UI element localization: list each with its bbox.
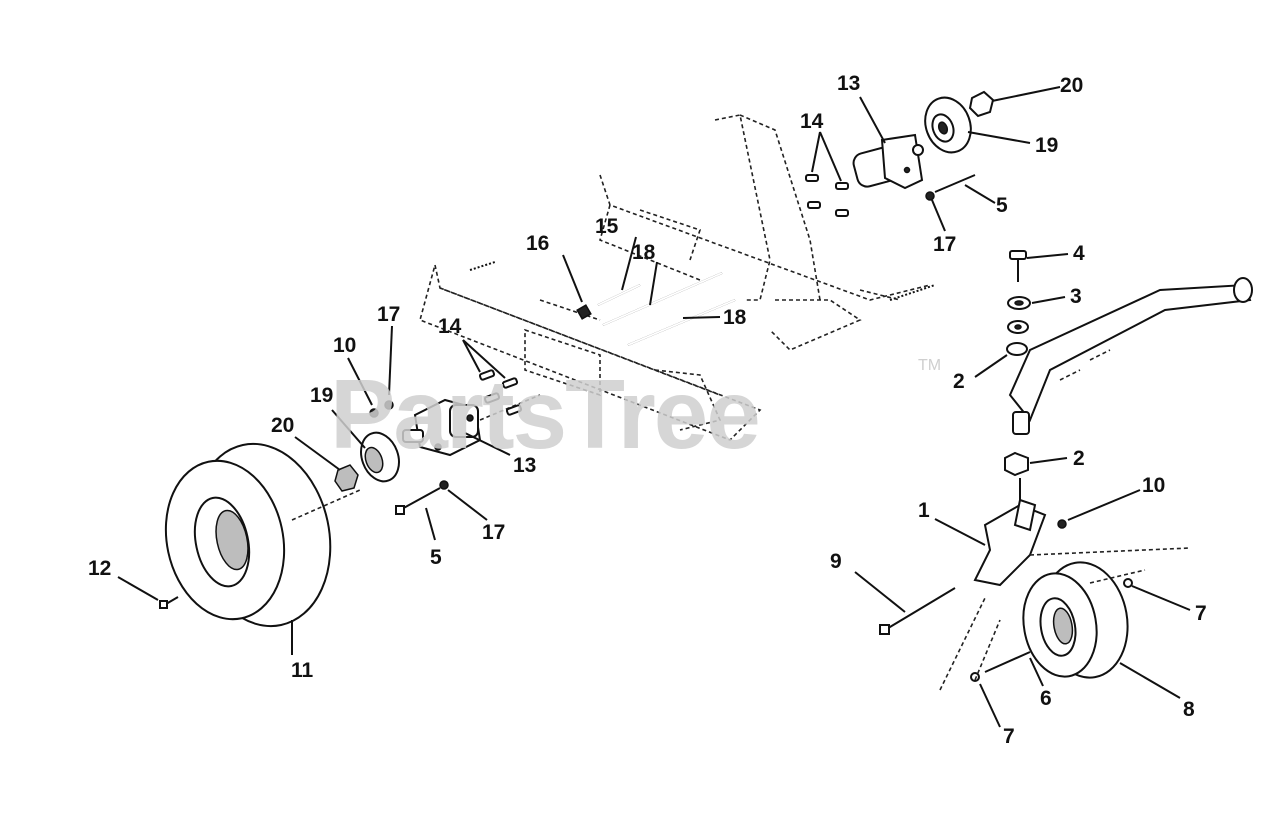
caster-arm <box>1004 250 1253 477</box>
callout-7-bottom[interactable]: 7 <box>1003 725 1015 748</box>
callout-17-right[interactable]: 17 <box>933 233 956 256</box>
callout-12[interactable]: 12 <box>88 557 111 580</box>
mower-frame <box>419 114 936 441</box>
callout-13-right[interactable]: 13 <box>837 72 860 95</box>
callout-6[interactable]: 6 <box>1040 687 1052 710</box>
callout-18-lower[interactable]: 18 <box>723 306 747 329</box>
partstree-watermark: PartsTree TM <box>330 357 941 469</box>
spindle-housing-right <box>852 133 924 190</box>
bolts <box>159 174 1133 682</box>
callout-2-lower[interactable]: 2 <box>1073 447 1085 470</box>
pins-left <box>478 369 523 416</box>
spindle-housing-left <box>402 394 541 457</box>
callout-17-lower-left[interactable]: 17 <box>482 521 505 544</box>
pins-right <box>805 174 849 217</box>
callout-10-right[interactable]: 10 <box>1142 474 1165 497</box>
callout-19-left[interactable]: 19 <box>310 384 333 407</box>
caster-wheel <box>1022 561 1129 679</box>
callout-4[interactable]: 4 <box>1073 242 1085 265</box>
callout-5-right[interactable]: 5 <box>996 194 1008 217</box>
callout-11[interactable]: 11 <box>291 659 314 682</box>
caster-fork <box>939 478 1191 691</box>
rod-parts <box>576 272 736 346</box>
callout-labels: 20 19 13 14 5 17 4 3 2 2 10 1 9 7 6 8 7 … <box>88 72 1207 748</box>
callout-3[interactable]: 3 <box>1070 285 1082 308</box>
pulley-right <box>924 90 995 154</box>
callout-14-left[interactable]: 14 <box>438 315 462 338</box>
callout-18-upper[interactable]: 18 <box>632 241 656 264</box>
trademark-symbol: TM <box>918 357 941 374</box>
callout-15[interactable]: 15 <box>595 215 619 238</box>
watermark-text: PartsTree <box>330 359 759 469</box>
callout-20-left[interactable]: 20 <box>271 414 294 437</box>
callout-7-right[interactable]: 7 <box>1195 602 1207 625</box>
callout-19-right[interactable]: 19 <box>1035 134 1058 157</box>
large-wheel <box>164 442 361 628</box>
callout-8[interactable]: 8 <box>1183 698 1195 721</box>
pulley-left <box>334 400 400 492</box>
callout-5-left[interactable]: 5 <box>430 546 442 569</box>
callout-9[interactable]: 9 <box>830 550 842 573</box>
callout-1[interactable]: 1 <box>918 499 930 522</box>
callout-16[interactable]: 16 <box>526 232 549 255</box>
callout-20-right[interactable]: 20 <box>1060 74 1083 97</box>
callout-2-upper[interactable]: 2 <box>953 370 965 393</box>
callout-14-right[interactable]: 14 <box>800 110 824 133</box>
callout-17-upper-left[interactable]: 17 <box>377 303 400 326</box>
leader-lines <box>117 86 1191 728</box>
callout-10-left[interactable]: 10 <box>333 334 356 357</box>
callout-13-left[interactable]: 13 <box>513 454 536 477</box>
